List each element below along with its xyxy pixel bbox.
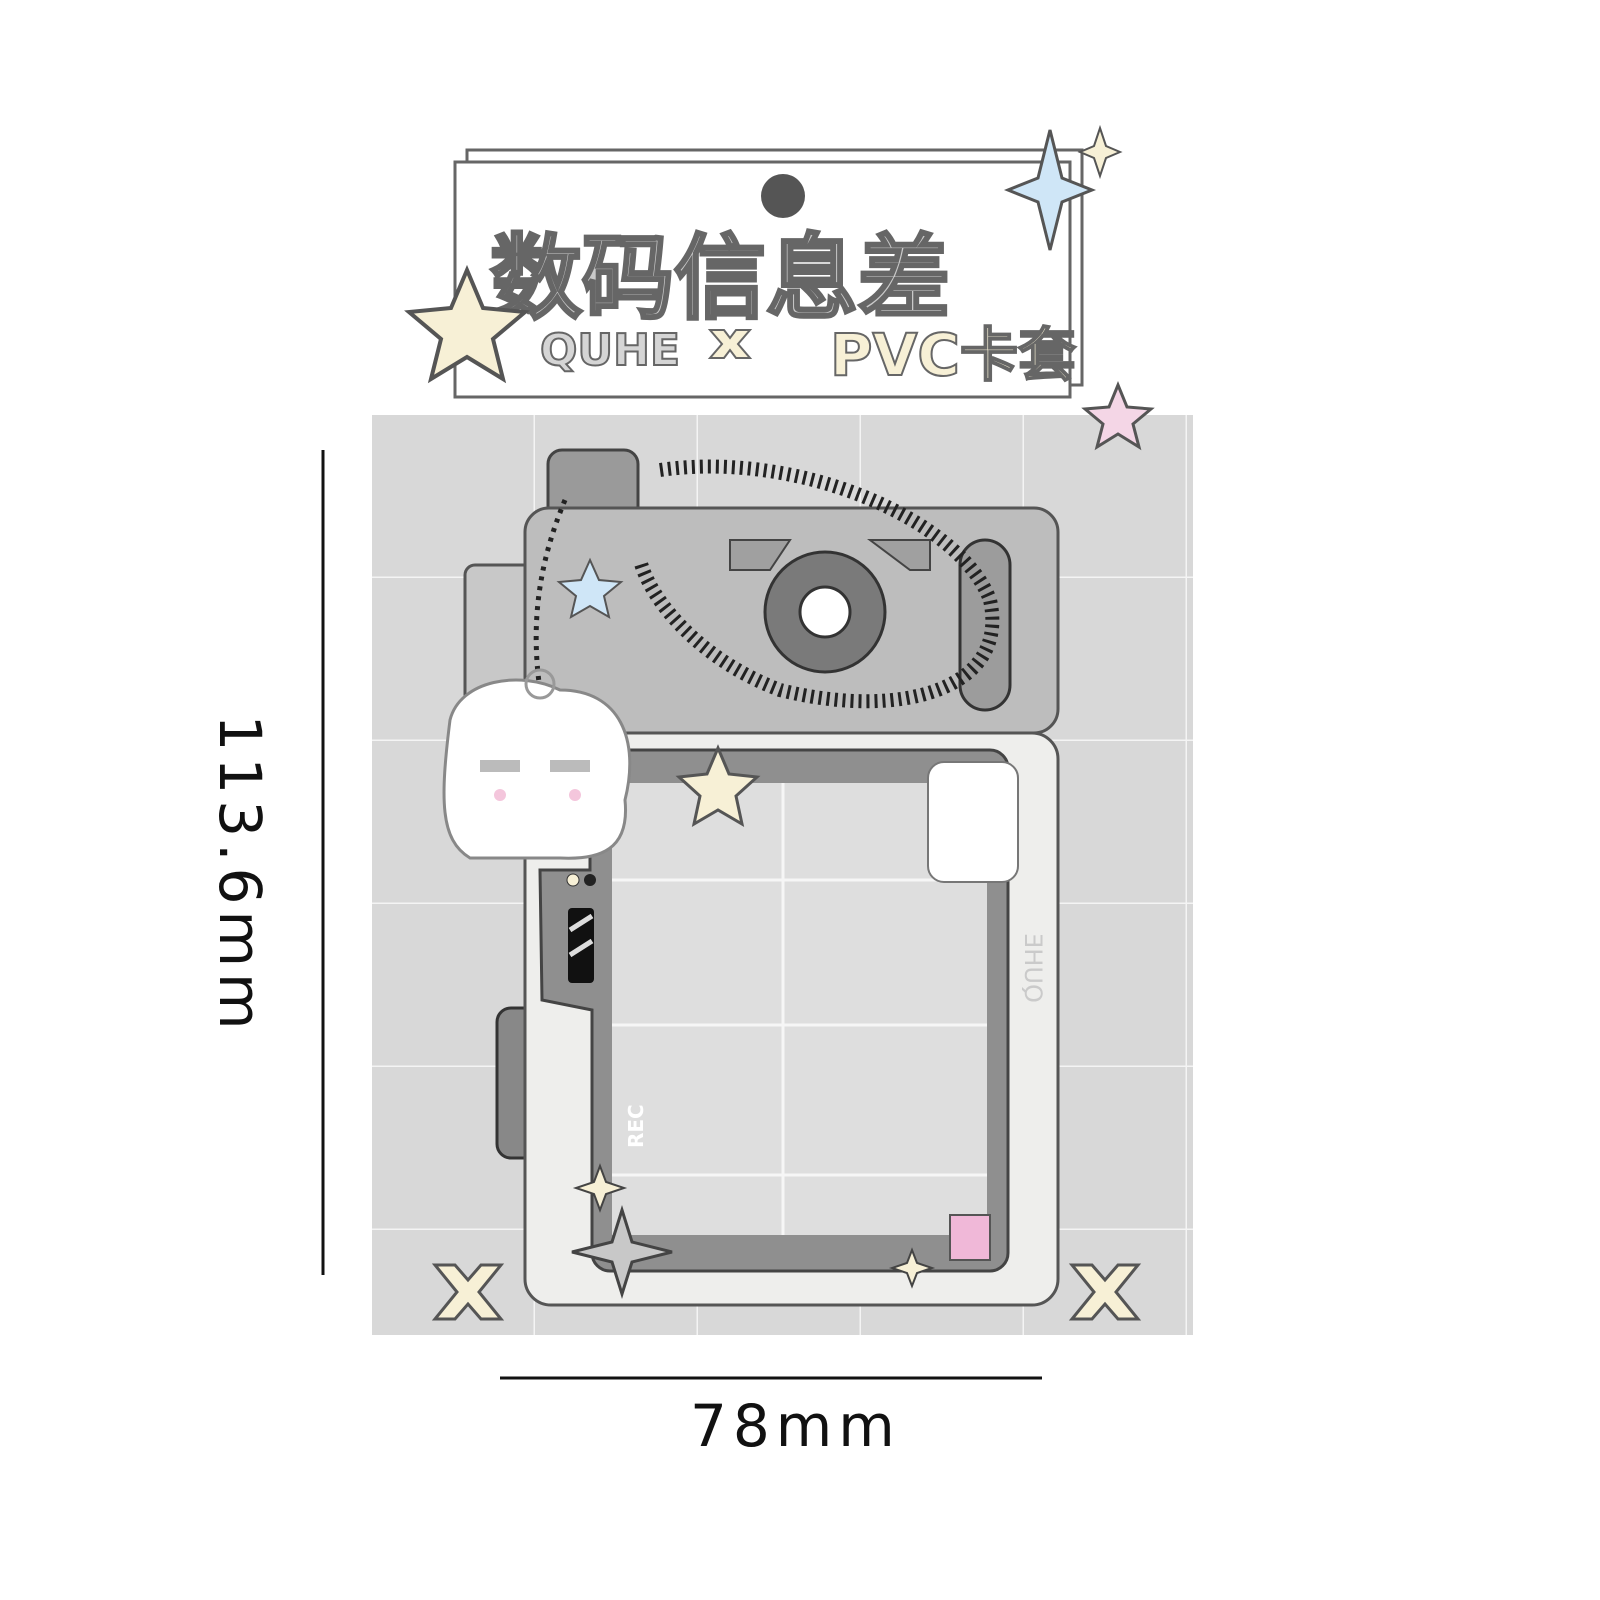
cat-charm <box>442 499 632 860</box>
rec-label: REC <box>624 1104 648 1148</box>
sparkle-icon <box>888 1247 936 1289</box>
cross-icon <box>707 329 753 359</box>
photo-window <box>612 783 987 1235</box>
star-icon <box>675 744 761 828</box>
sparkle-icon <box>571 1204 673 1300</box>
star-icon <box>1081 381 1155 451</box>
sparkle-icon <box>572 1163 628 1213</box>
title-label-card: 数码信息差 QUHE PVC卡套 <box>453 148 1084 399</box>
cross-icon <box>1068 1263 1142 1321</box>
width-dimension-label: 78mm <box>690 1392 901 1460</box>
title-text: 数码信息差 <box>490 225 950 332</box>
card-holder-body: REC QUHE <box>495 731 1060 1307</box>
star-icon <box>404 264 530 384</box>
cross-icon <box>431 1263 505 1321</box>
subtitle-text: PVC卡套 <box>830 321 1076 389</box>
cat-sticker <box>927 761 1019 883</box>
brand-text: QUHE <box>540 325 680 376</box>
sparkle-icon <box>1077 124 1123 180</box>
coiled-lanyard <box>633 459 1000 709</box>
mirrored-brand-label: QUHE <box>1019 933 1047 1003</box>
height-dimension-label: 113.6mm <box>206 714 274 1036</box>
sparkle-icon <box>1003 129 1097 251</box>
pixel-heart <box>949 1214 991 1261</box>
